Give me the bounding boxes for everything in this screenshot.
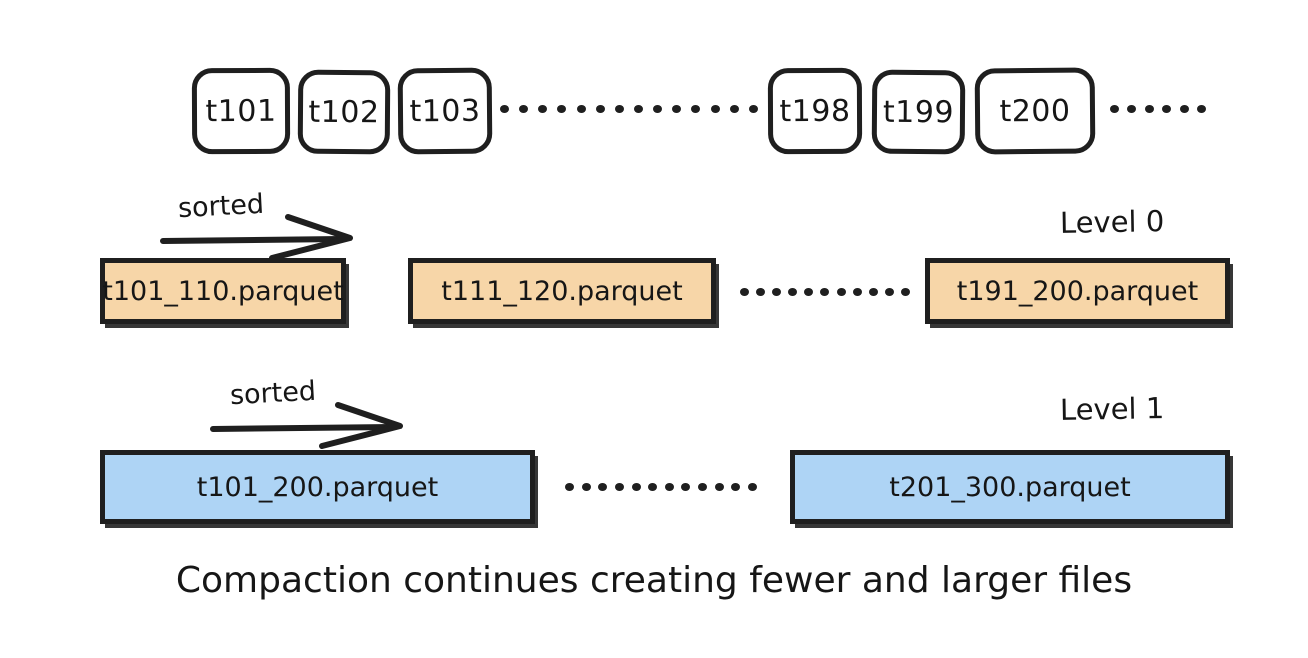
timestamp-chip-label: t198: [779, 93, 851, 129]
timestamp-row-ellipsis-trailing: [1110, 104, 1206, 114]
timestamp-chip-label: t199: [882, 94, 955, 130]
timestamp-chip-label: t200: [999, 93, 1071, 129]
diagram-caption: Compaction continues creating fewer and …: [175, 560, 1133, 601]
level1-label-text: Level 1: [1059, 391, 1165, 427]
timestamp-chip-t102: t102: [297, 69, 391, 155]
timestamp-chip-label: t101: [205, 93, 277, 129]
level0-label-text: Level 0: [1059, 204, 1165, 240]
timestamp-chip-label: t102: [308, 94, 380, 130]
timestamp-chip-t198: t198: [767, 67, 863, 155]
timestamp-chip-label: t103: [409, 93, 481, 129]
timestamp-chip-t103: t103: [397, 67, 493, 155]
level1-ellipsis: [565, 482, 757, 492]
level0-file-box-2: t111_120.parquet: [408, 258, 716, 324]
level1-file-name: t201_300.parquet: [889, 471, 1131, 503]
level0-file-name: t101_110.parquet: [102, 275, 344, 307]
level1-label: Level 1: [1060, 391, 1165, 427]
level0-file-name: t191_200.parquet: [956, 275, 1199, 307]
level0-file-box-3: t191_200.parquet: [925, 258, 1230, 324]
level0-file-name: t111_120.parquet: [441, 275, 683, 307]
timestamp-chip-t101: t101: [191, 67, 291, 155]
level0-sorted-arrow: [160, 214, 360, 261]
level0-file-box-1: t101_110.parquet: [100, 258, 346, 324]
level0-label: Level 0: [1060, 204, 1165, 240]
level1-file-box-2: t201_300.parquet: [790, 450, 1230, 524]
level1-file-name: t101_200.parquet: [196, 471, 439, 503]
timestamp-chip-t199: t199: [871, 69, 966, 155]
timestamp-row-ellipsis-middle: [500, 104, 758, 114]
timestamp-chip-t200: t200: [974, 67, 1096, 155]
level1-sorted-arrow: [210, 402, 410, 449]
level1-file-box-1: t101_200.parquet: [100, 450, 535, 524]
level0-ellipsis: [740, 287, 910, 297]
caption-row: Compaction continues creating fewer and …: [0, 560, 1308, 620]
